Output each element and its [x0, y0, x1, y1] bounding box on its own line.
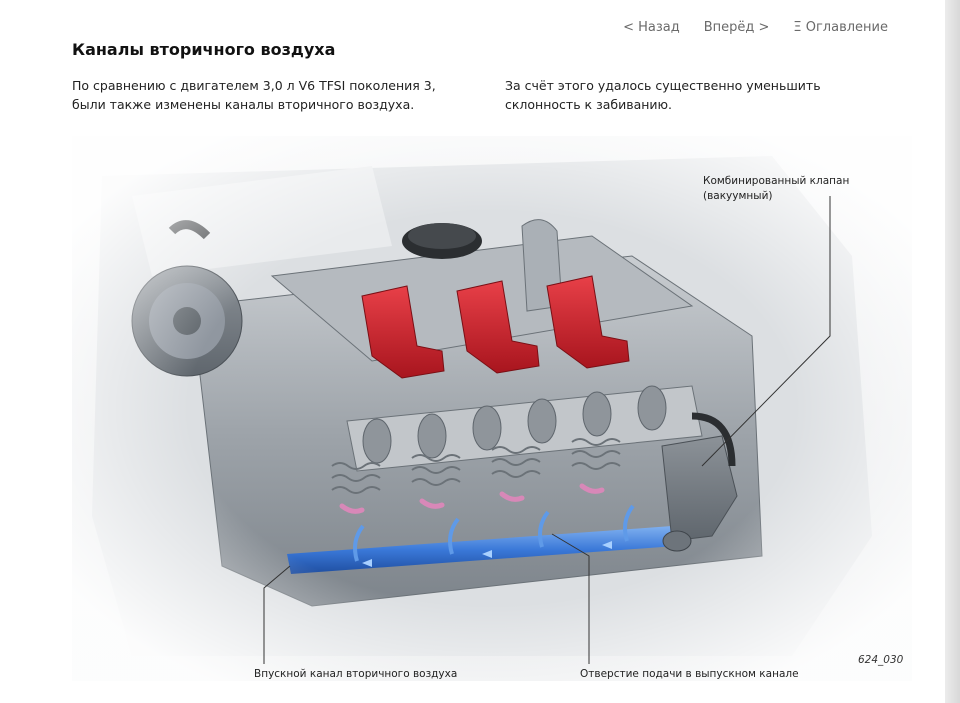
page-edge-shadow [945, 0, 960, 703]
callout-supply-hole: Отверстие подачи в выпускном канале [580, 668, 799, 680]
forward-link[interactable]: Вперёд > [703, 20, 770, 35]
callout-intake-channel: Впускной канал вторичного воздуха [254, 668, 458, 680]
callout-valve-line1: Комбинированный клапан [703, 175, 850, 187]
callout-leader-lines [263, 196, 831, 664]
navigation-bar: < Назад Вперёд > Ξ Оглавление [623, 20, 888, 35]
page-title: Каналы вторичного воздуха [72, 40, 336, 59]
back-link[interactable]: < Назад [623, 20, 680, 35]
callout-combination-valve: Комбинированный клапан (вакуумный) [703, 174, 849, 204]
engine-drawing [72, 136, 912, 681]
engine-illustration: Комбинированный клапан (вакуумный) Впуск… [72, 136, 912, 681]
intro-paragraph-left: По сравнению с двигателем 3,0 л V6 TFSI … [72, 78, 436, 112]
figure-code: 624_030 [858, 654, 904, 666]
contents-link[interactable]: Ξ Оглавление [793, 20, 888, 35]
callout-valve-line2: (вакуумный) [703, 190, 773, 202]
intro-paragraph-right: За счёт этого удалось существенно уменьш… [505, 78, 821, 112]
